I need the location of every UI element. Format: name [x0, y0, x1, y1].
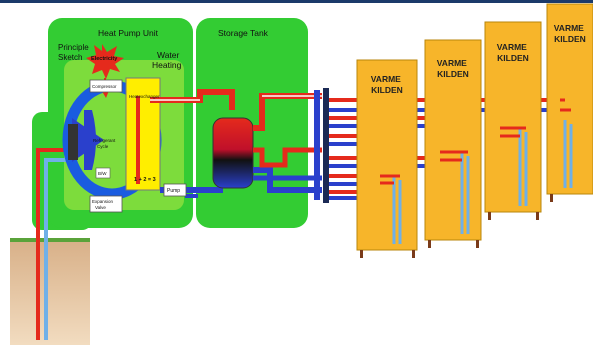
- refrigerant-arrow: [72, 118, 104, 162]
- heatexchanger-label: Heatexchanger: [129, 94, 160, 99]
- ground-block: [10, 240, 90, 345]
- expansion-valve-label: Expansion Valve: [92, 199, 114, 210]
- heatex-hot-strip: [136, 96, 140, 184]
- expansion-valve-box: [89, 195, 123, 213]
- compressor-box: [89, 79, 123, 93]
- pump-box: [163, 183, 187, 197]
- unit-2: [424, 39, 482, 248]
- manifold-blue: [314, 90, 320, 200]
- evaporator-block: [68, 124, 78, 160]
- manifold-dark: [323, 88, 329, 203]
- heat-pump-unit-label: Heat Pump Unit: [98, 28, 159, 38]
- compressor-label: Compressor: [92, 84, 117, 89]
- storage-tank: [212, 117, 254, 189]
- principle-sketch-label: Principle Sketch: [58, 43, 91, 62]
- bw-label: B/W: [98, 171, 107, 176]
- pump-label: Pump: [167, 188, 180, 194]
- unit-3: [484, 21, 542, 220]
- unit-2-label: VARME KILDEN: [437, 58, 469, 79]
- tank-hot-mid: [253, 147, 322, 168]
- electricity-icon: [86, 44, 124, 79]
- cop-label: 1 + 2 = 3: [134, 177, 156, 183]
- heatexchanger-block: [125, 77, 161, 191]
- unit-1-label: VARME KILDEN: [371, 74, 403, 95]
- electricity-label: Electricity: [91, 56, 118, 62]
- unit-1: [356, 59, 418, 258]
- storage-tank-label: Storage Tank: [218, 28, 269, 38]
- unit-4: [546, 3, 593, 202]
- grass-strip: [10, 238, 90, 242]
- ground-loop-hot: [36, 148, 68, 340]
- top-border: [0, 0, 593, 3]
- water-heating-label: Water Heating: [152, 50, 182, 70]
- ground-loop-cold: [44, 158, 68, 340]
- bw-box: [95, 167, 111, 179]
- unit-4-label: VARME KILDEN: [554, 23, 586, 44]
- unit-3-label: VARME KILDEN: [497, 42, 529, 63]
- refrigerant-cycle-label: Refrigerant Cycle: [93, 138, 117, 149]
